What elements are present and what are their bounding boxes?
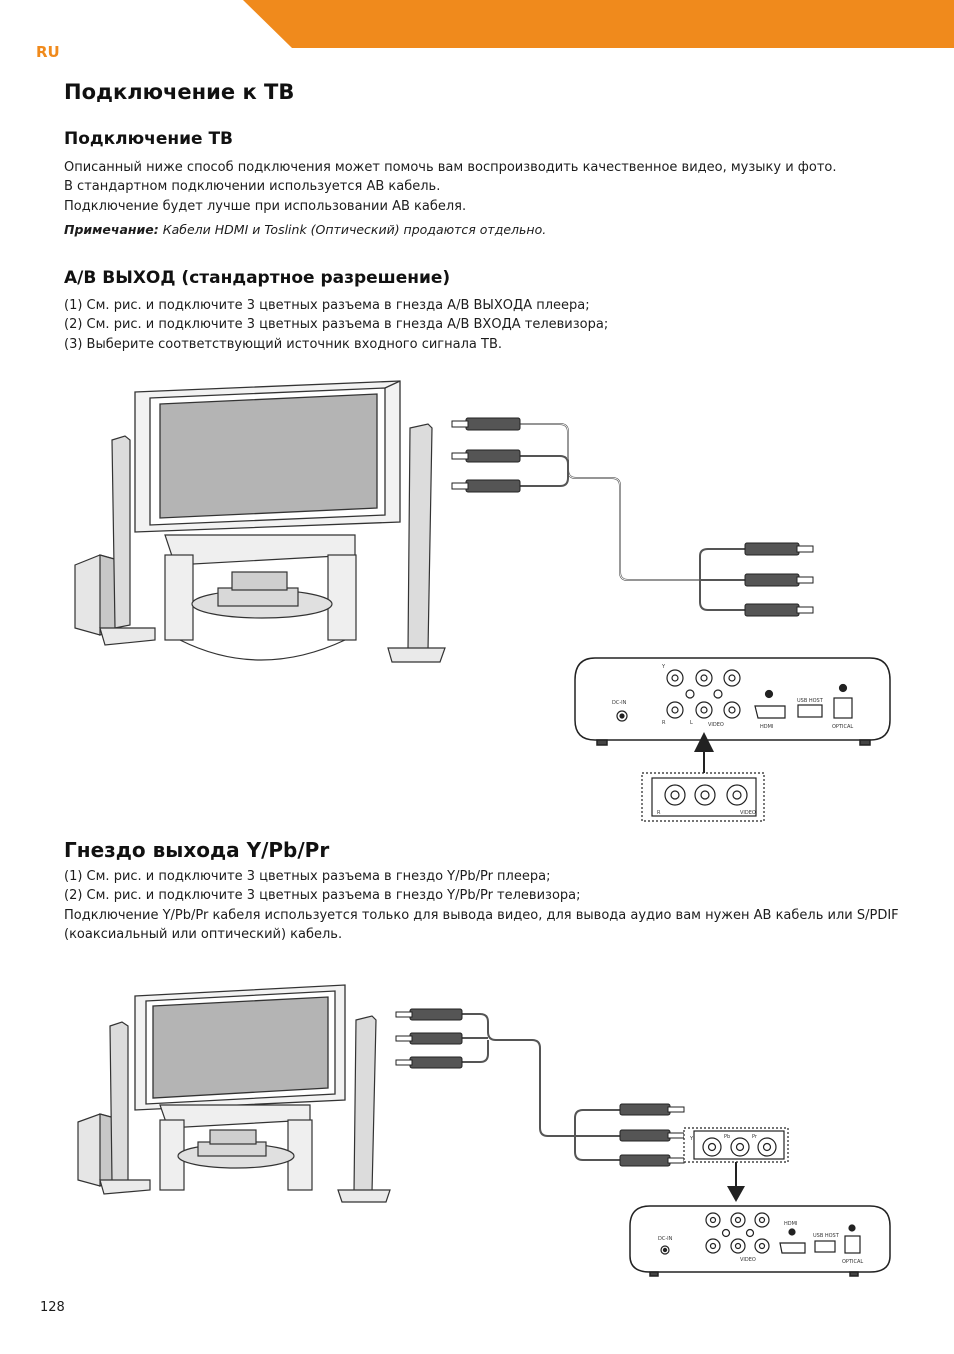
page-title: Подключение к ТВ [64,80,295,104]
usb-host-label: USB HOST [797,698,824,704]
arrow-down-icon [727,1162,745,1202]
video-label: VIDEO [708,722,724,728]
header-banner [243,0,954,48]
language-label: RU [36,43,60,61]
intro-line: Описанный ниже способ подключения может … [64,160,837,175]
video-label: VIDEO [740,1257,756,1263]
dc-in-label: DC-IN [612,700,627,706]
player-labels: DC-IN HDMI USB HOST OPTICAL VIDEO Y R L [612,664,853,730]
left-speaker-illustration [99,435,156,646]
intro-paragraph: Описанный ниже способ подключения может … [64,158,837,216]
ypbpr-step: (коаксиальный или оптический) кабель. [64,926,343,942]
av-step: (3) Выберите соответствующий источник вх… [64,336,502,352]
ypbpr-cable [462,1013,620,1161]
ypbpr-step: Подключение Y/Pb/Pr кабеля используется … [64,907,899,923]
note: Примечание: Кабели HDMI и Toslink (Оптич… [64,222,546,237]
optical-label: OPTICAL [832,724,853,730]
left-speaker-illustration [99,1021,151,1195]
page-number: 128 [40,1300,65,1315]
ypbpr-jacks-detail [683,1127,789,1163]
rca-plugs-left [451,417,521,493]
rca-plugs-right [744,542,814,617]
player-connectors [616,669,853,722]
ypbpr-connection-diagram: Y Pb Pr DC-IN HDMI USB HOST OPTICAL VIDE… [77,984,891,1277]
detail-pb-label: Pb [724,1134,730,1140]
tv-illustration [134,380,401,533]
hdmi-label: HDMI [760,724,773,730]
av-jacks-detail [641,772,765,822]
tv-illustration [134,984,346,1111]
av-step: (2) См. рис. и подключите 3 цветных разъ… [64,317,609,333]
ypbpr-step: (2) См. рис. и подключите 3 цветных разъ… [64,888,581,904]
rca-plugs-right [619,1103,685,1167]
note-label: Примечание: [64,222,159,237]
optical-label: OPTICAL [842,1259,863,1265]
section-heading-av-out: A/B ВЫХОД (стандартное разрешение) [64,268,451,288]
right-speaker-illustration [387,423,446,663]
tv-stand-illustration [164,534,357,661]
hdmi-label: HDMI [784,1221,797,1227]
arrow-up-icon [694,732,714,775]
note-text: Кабели HDMI и Toslink (Оптический) прода… [158,222,547,237]
usb-host-label: USB HOST [813,1233,840,1239]
detail-r-label: R [657,810,661,816]
detail-y-label: Y [689,1136,694,1142]
ypbpr-steps: (1) См. рис. и подключите 3 цветных разъ… [64,867,899,944]
l-label: L [690,720,693,726]
player-back-panel [574,657,891,746]
intro-line: Подключение будет лучше при использовани… [64,198,467,214]
av-connection-diagram: DC-IN HDMI USB HOST OPTICAL VIDEO Y R L … [74,380,891,822]
rca-plugs-left [395,1008,463,1069]
av-step: (1) См. рис. и подключите 3 цветных разъ… [64,298,590,313]
tv-stand-illustration [159,1104,313,1191]
r-label: R [662,720,666,726]
dc-in-label: DC-IN [658,1236,673,1242]
av-cable [520,423,745,611]
detail-video-label: VIDEO [740,810,756,816]
section-heading-ypbpr: Гнездо выхода Y/Pb/Pr [64,838,330,862]
av-steps: (1) См. рис. и подключите 3 цветных разъ… [64,296,608,354]
player-connectors [660,1212,861,1255]
intro-line: В стандартном подключении используется А… [64,179,441,195]
ypbpr-step: (1) См. рис. и подключите 3 цветных разъ… [64,869,551,884]
detail-pr-label: Pr [752,1134,758,1140]
y-label: Y [661,664,666,670]
right-speaker-illustration [337,1015,391,1203]
section-heading-tv-connection: Подключение ТВ [64,129,234,149]
